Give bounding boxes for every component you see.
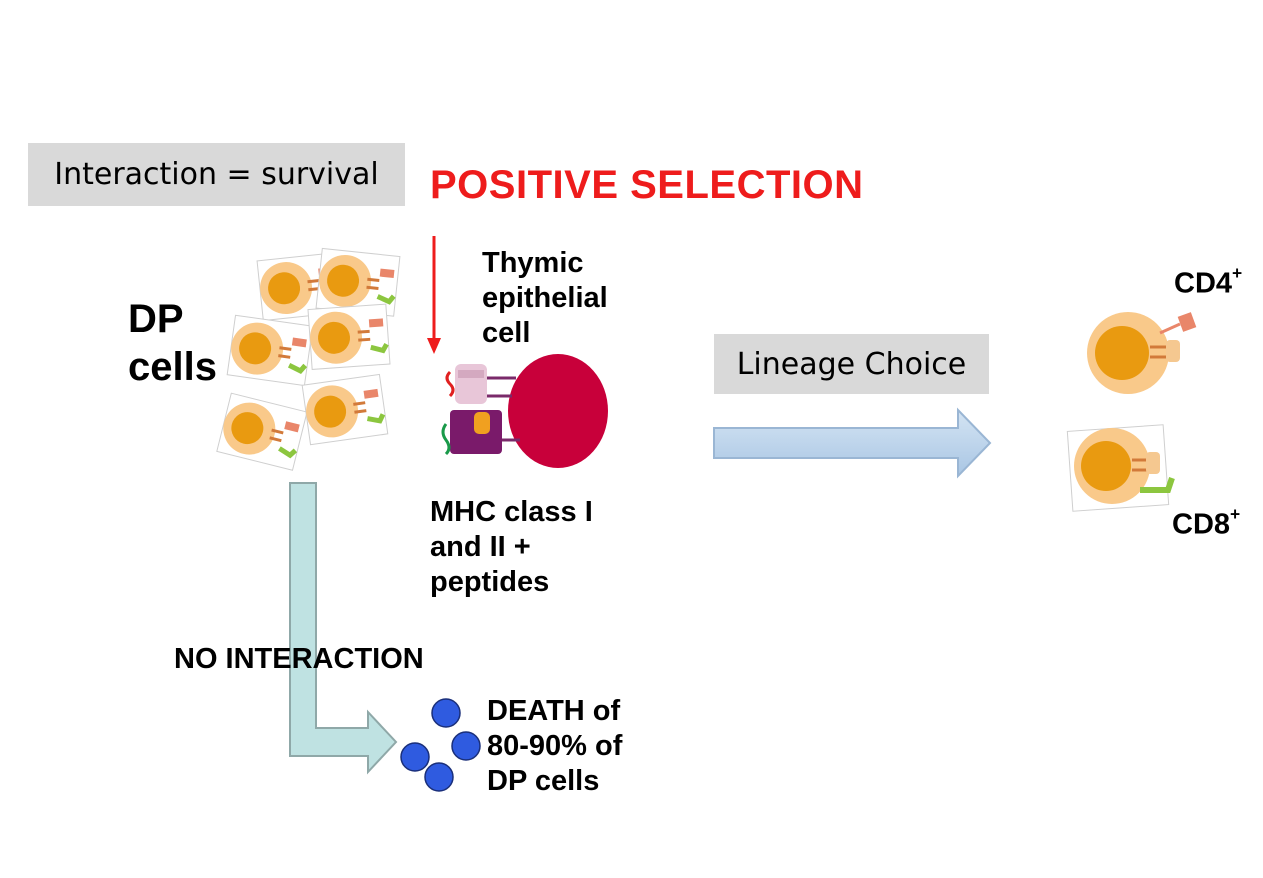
dead-cells [400,698,481,792]
cd4-sup: + [1232,262,1243,283]
cd4-label: CD4+ [1174,262,1243,301]
cd4-cell [1087,312,1197,394]
survival-box: Interaction = survival [28,143,405,206]
cd8-cell [1066,424,1175,512]
mhc-peptides-label: MHC class I and II + peptides [430,496,593,598]
cd8-label: CD8+ [1172,503,1241,542]
thymic-epithelial-cell [441,354,608,468]
dp-cell-6 [302,374,388,444]
no-interaction-arrow [289,482,398,775]
cd8-sup: + [1230,503,1241,524]
lineage-arrow [713,407,992,479]
dp-cell-5 [217,393,307,470]
no-interaction-label: NO INTERACTION [174,643,424,675]
dp-cells-line1: DP [128,297,184,341]
dp-cells-label: DP cells [128,295,217,391]
survival-box-label: Interaction = survival [54,157,379,192]
lineage-choice-box: Lineage Choice [714,334,989,394]
lineage-choice-label: Lineage Choice [736,346,967,382]
death-label: DEATH of 80-90% of DP cells [487,695,623,797]
cd4-base: CD4 [1174,267,1233,300]
cd8-base: CD8 [1172,508,1231,541]
diagram-title: POSITIVE SELECTION [430,163,864,207]
dp-cell-3 [227,315,313,385]
dp-cell-4 [308,304,390,369]
thymic-epithelial-label: Thymic epithelial cell [482,247,608,349]
dp-cells-line2: cells [128,345,217,389]
red-down-arrow [427,236,441,354]
